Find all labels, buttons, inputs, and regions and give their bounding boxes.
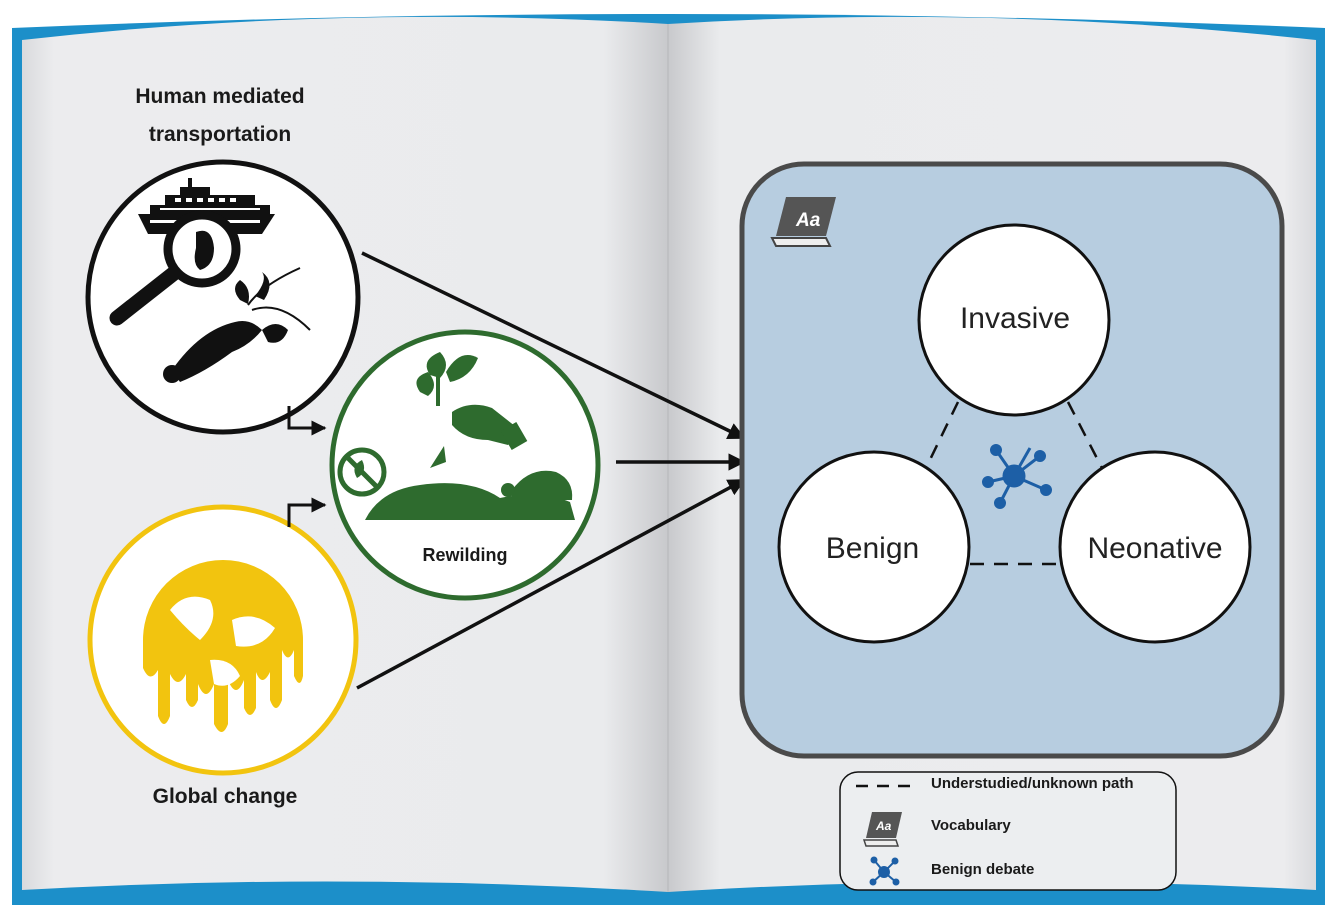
connector-global-to-rewilding [287,497,327,527]
dashed-invasive-neonative [1066,401,1105,471]
human-transport-title: Human mediated transportation [135,85,305,146]
neonative-circle [1058,450,1252,644]
dashed-invasive-benign [923,401,960,471]
legend-box [839,771,1177,891]
rewilding-title: Rewilding [422,545,508,565]
svg-text:Aa: Aa [875,819,892,833]
tortoise-icon [365,470,575,520]
benign-label: Benign [825,532,920,565]
invasive-circle [917,223,1111,417]
arrow-global-to-panel [356,478,746,690]
lobster-icon [163,267,311,383]
no-plant-icon [337,447,387,497]
invasive-label: Invasive [959,302,1071,335]
benign-circle [777,450,971,644]
arrow-human-to-panel [361,251,746,440]
legend-vocabulary-label: Vocabulary [931,817,1011,834]
svg-text:Aa: Aa [795,210,821,231]
planting-hand-icon [416,352,528,468]
rewilding-circle [329,329,601,601]
human-transport-circle [85,159,361,435]
global-change-circle [87,504,359,776]
legend-debate-label: Benign debate [931,861,1035,878]
vocabulary-book-icon: Aa [770,197,836,247]
global-change-title: Global change [152,785,298,808]
melting-globe-icon [143,560,303,732]
connector-human-to-rewilding [287,406,327,436]
legend-dashed-label: Understudied/unknown path [931,775,1134,792]
magnifier-icon [109,210,241,326]
neonative-label: Neonative [1087,532,1223,565]
benign-debate-network-icon [982,444,1052,509]
legend-vocabulary-icon: Aa [862,812,902,847]
legend-debate-icon [869,856,900,886]
